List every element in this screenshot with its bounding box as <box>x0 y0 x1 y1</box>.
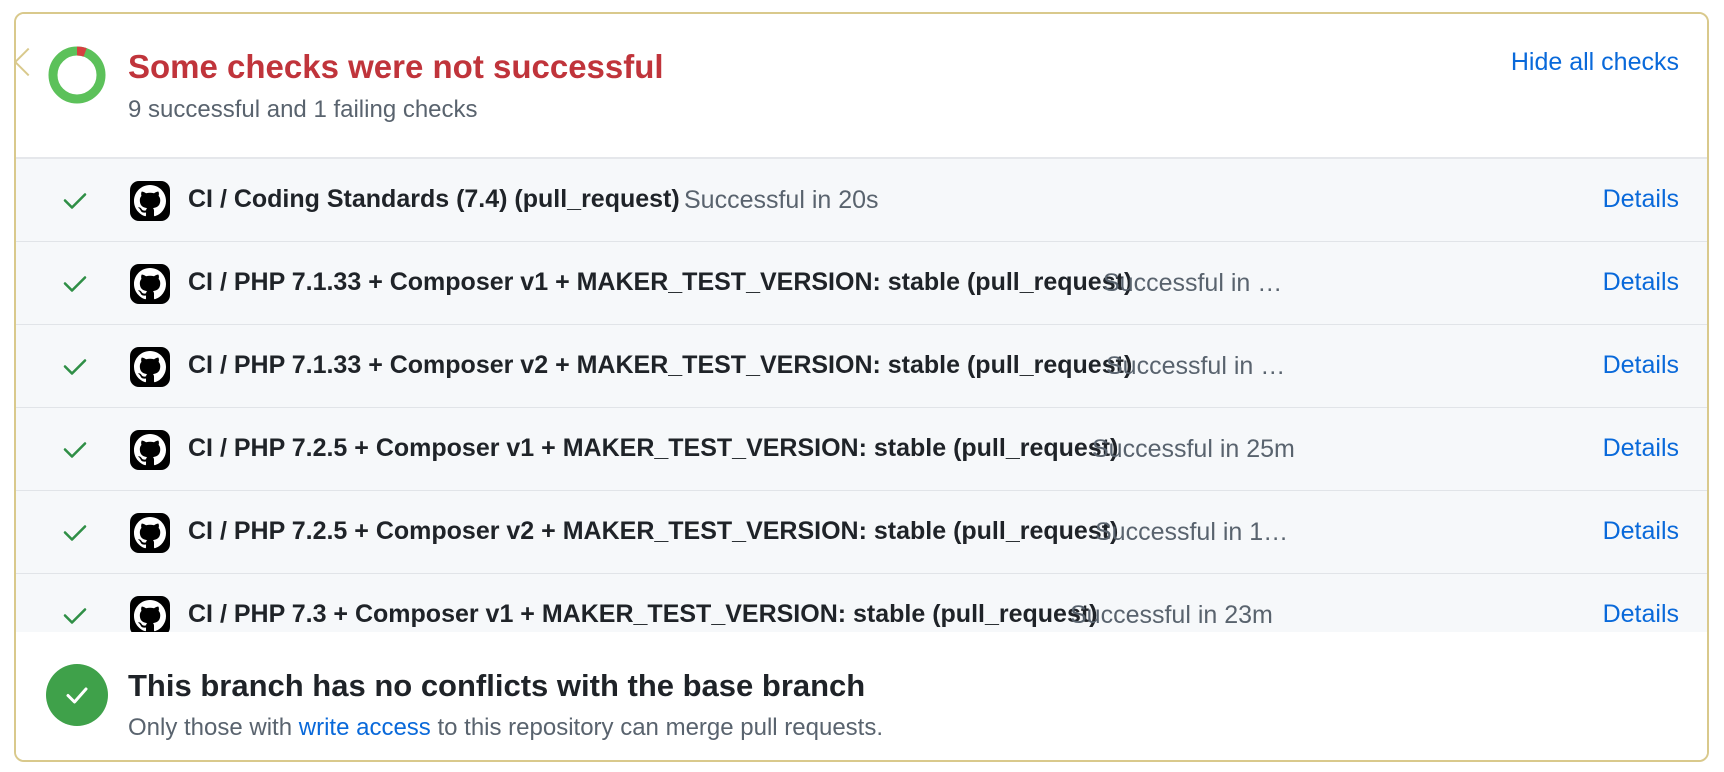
check-row: CI / PHP 7.2.5 + Composer v1 + MAKER_TES… <box>16 408 1707 491</box>
check-name: CI / PHP 7.1.33 + Composer v1 + MAKER_TE… <box>188 268 1133 296</box>
hide-all-checks-link[interactable]: Hide all checks <box>1510 48 1679 76</box>
check-name: CI / PHP 7.3 + Composer v1 + MAKER_TEST_… <box>188 600 1098 628</box>
check-details-link[interactable]: Details <box>1602 434 1679 462</box>
check-name: CI / PHP 7.2.5 + Composer v1 + MAKER_TES… <box>188 434 1119 462</box>
check-row: CI / PHP 7.1.33 + Composer v2 + MAKER_TE… <box>16 325 1707 408</box>
check-row: CI / PHP 7.1.33 + Composer v1 + MAKER_TE… <box>16 242 1707 325</box>
partial-failure-donut-icon <box>48 46 106 104</box>
check-row: CI / PHP 7.2.5 + Composer v2 + MAKER_TES… <box>16 491 1707 574</box>
github-icon <box>130 430 170 470</box>
check-name: CI / Coding Standards (7.4) (pull_reques… <box>188 185 680 213</box>
check-icon <box>63 359 87 375</box>
donut-failure-arc <box>48 46 106 104</box>
github-icon <box>130 596 170 632</box>
donut-success-arc <box>48 46 106 104</box>
check-status: Successful in 20s <box>684 186 879 214</box>
checks-summary-subtitle: 9 successful and 1 failing checks <box>128 96 478 123</box>
write-access-link[interactable]: write access <box>298 714 431 741</box>
check-name: CI / PHP 7.2.5 + Composer v2 + MAKER_TES… <box>188 517 1119 545</box>
check-status: Successful in 1… <box>1103 269 1289 297</box>
check-icon <box>63 442 87 458</box>
check-icon <box>63 276 87 292</box>
merge-status-title: This branch has no conflicts with the ba… <box>128 668 866 703</box>
check-details-link[interactable]: Details <box>1602 185 1679 213</box>
merge-sub-after: to this repository can merge pull reques… <box>437 714 884 741</box>
check-status: Successful in 1… <box>1106 352 1292 380</box>
check-status: Successful in 25m <box>1092 435 1295 463</box>
check-name: CI / PHP 7.1.33 + Composer v2 + MAKER_TE… <box>188 351 1133 379</box>
merge-sub-before: Only those with <box>128 714 293 741</box>
checks-list[interactable]: CI / Coding Standards (7.4) (pull_reques… <box>16 159 1707 632</box>
check-details-link[interactable]: Details <box>1602 268 1679 296</box>
github-icon <box>130 513 170 553</box>
github-icon <box>130 347 170 387</box>
checks-summary-title: Some checks were not successful <box>128 48 664 85</box>
github-icon <box>130 264 170 304</box>
merge-status-subtitle: Only those with write access to this rep… <box>128 714 883 742</box>
check-status: Successful in 23m <box>1070 601 1273 629</box>
check-status: Successful in 14… <box>1095 518 1291 546</box>
check-details-link[interactable]: Details <box>1602 600 1679 628</box>
check-details-link[interactable]: Details <box>1602 351 1679 379</box>
check-icon <box>63 525 87 541</box>
check-row: CI / Coding Standards (7.4) (pull_reques… <box>16 159 1707 242</box>
check-row: CI / PHP 7.3 + Composer v1 + MAKER_TEST_… <box>16 574 1707 632</box>
merge-checks-panel: Some checks were not successful 9 succes… <box>14 12 1709 762</box>
check-icon <box>63 608 87 624</box>
checks-summary-header: Some checks were not successful 9 succes… <box>16 14 1707 159</box>
check-details-link[interactable]: Details <box>1602 517 1679 545</box>
merge-status-section: This branch has no conflicts with the ba… <box>16 632 1707 760</box>
check-icon <box>63 193 87 209</box>
github-icon <box>130 181 170 221</box>
check-circle-icon <box>46 664 108 726</box>
